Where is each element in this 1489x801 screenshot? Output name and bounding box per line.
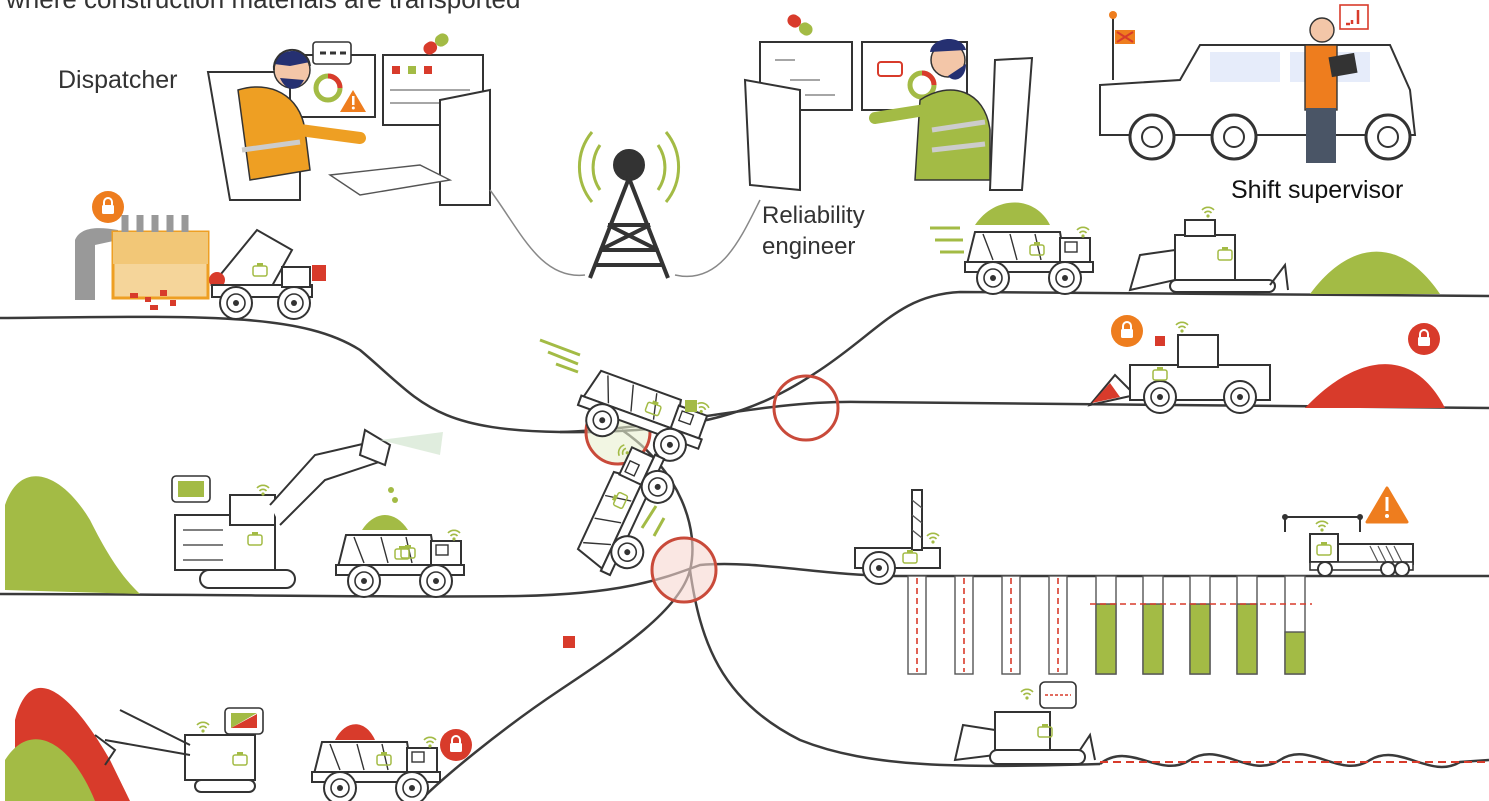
lock-icon <box>1407 322 1441 356</box>
blast-holes <box>907 575 1306 675</box>
alert-chat-icon <box>1339 4 1369 30</box>
drill-blast-zone <box>854 486 1414 675</box>
pill-icon <box>787 14 813 36</box>
dispatcher-label: Dispatcher <box>58 66 178 94</box>
excavator <box>174 428 443 589</box>
bottom-dozer-zone <box>953 681 1096 765</box>
shovel-zone <box>5 687 473 801</box>
upper-right-zone <box>930 202 1440 295</box>
dozer <box>953 711 1096 765</box>
dozer <box>1128 206 1289 293</box>
dispatcher-station <box>206 33 491 206</box>
reliability-engineer-station <box>743 14 1034 192</box>
processing-plant <box>75 190 326 320</box>
wheel-loader <box>1087 321 1271 414</box>
lock-icon <box>439 728 473 762</box>
wheel-loader-zone <box>1087 314 1445 414</box>
shift-supervisor-pickup <box>1099 4 1417 163</box>
cell-tower-icon <box>489 131 761 279</box>
truck-on-incline-upper <box>539 338 714 469</box>
warning-icon <box>340 90 366 112</box>
reliability-engineer-label: Reliability engineer <box>762 202 865 260</box>
charging-truck <box>1282 514 1414 577</box>
drill-rig <box>854 489 941 585</box>
pill-icon <box>423 33 449 55</box>
truck-on-incline-lower <box>563 440 684 648</box>
excavator-zone <box>5 428 464 597</box>
heading-fragment: where construction materials are transpo… <box>6 0 520 15</box>
rope-shovel <box>94 709 256 793</box>
lock-icon <box>91 190 125 224</box>
lock-icon <box>1110 314 1144 348</box>
shift-supervisor-label: Shift supervisor <box>1231 176 1404 204</box>
dump-truck <box>209 228 326 320</box>
warning-icon <box>1365 486 1409 524</box>
